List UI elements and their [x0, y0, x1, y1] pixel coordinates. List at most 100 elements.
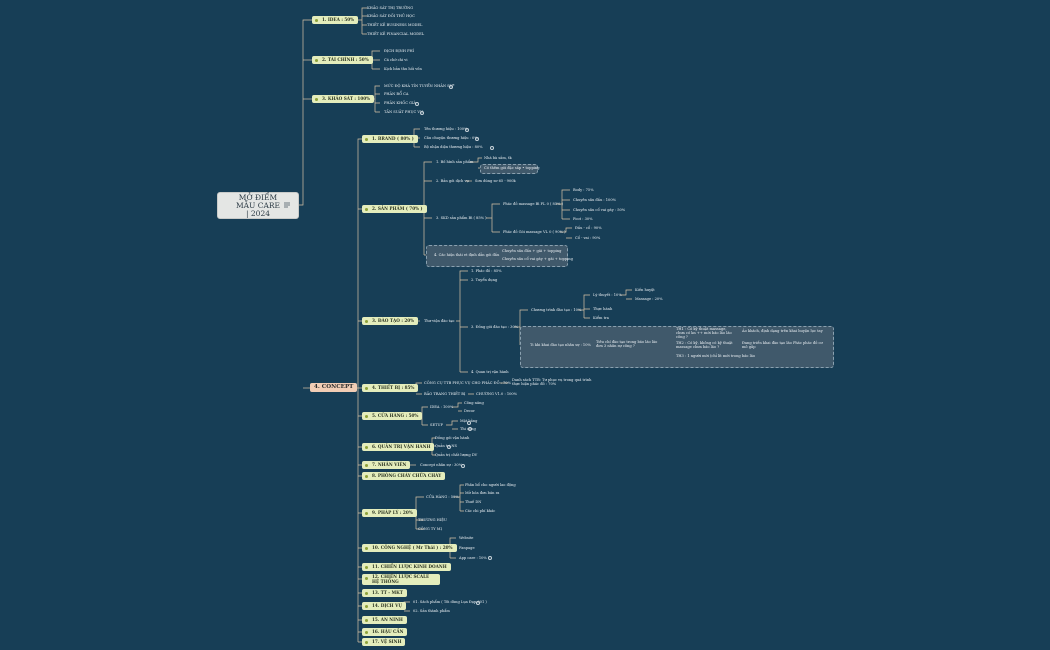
leaf[interactable]: Có thêm gói đặc sắp • topping: [484, 165, 540, 170]
leaf[interactable]: Tên thương hiệu : 100%: [424, 126, 468, 131]
leaf[interactable]: Bộ nhận diện thương hiệu : 80%: [424, 144, 483, 149]
leaf[interactable]: 2. Tuyển dụng: [471, 277, 498, 282]
leaf[interactable]: Kiến huyệt: [635, 287, 655, 292]
leaf[interactable]: Đầu - cổ : 90%: [575, 225, 602, 230]
node[interactable]: 4. Các hiện thái et định dẫn gói đầu: [434, 252, 500, 257]
leaf[interactable]: CÔNG TY MỊ: [418, 526, 442, 531]
leaf[interactable]: Câu chuyện thương hiệu : 0%: [424, 135, 478, 140]
branch-cua-hang[interactable]: 5. CỬA HÀNG : 50%: [362, 412, 423, 420]
info-icon: [476, 601, 480, 605]
leaf[interactable]: KHẢO SÁT ĐỐI THỦ HỌC: [367, 13, 415, 18]
leaf[interactable]: Cá chờ chi vi: [384, 57, 408, 62]
leaf[interactable]: Chuyên sâu cổ vai gáy : 50%: [573, 207, 626, 212]
leaf[interactable]: TH2 : Có kỹ, không có kỹ thuật massage c…: [676, 341, 733, 349]
node[interactable]: Tiêu chí đào tạo trong báo lão lão đơn 3…: [596, 340, 658, 348]
root-node[interactable]: MỞ ĐIỂM MẪU CARE | 2024: [217, 192, 299, 219]
node[interactable]: 3. Đồng gói đào tạo : 30%: [471, 324, 519, 329]
leaf[interactable]: Phân bổ cho người lao động: [465, 482, 516, 487]
leaf[interactable]: 1. Phác đồ : 85%: [471, 268, 502, 273]
leaf[interactable]: Danh sách TTB: Tư phục vụ trong quá trìn…: [512, 378, 592, 386]
node[interactable]: Chương trình đào tạo : 10%: [531, 307, 582, 312]
leaf[interactable]: TẦN SUẤT PHỤC VỤ: [384, 109, 424, 114]
leaf[interactable]: Đang triển khai đào tạo lão Phác phác đồ…: [742, 341, 823, 349]
leaf[interactable]: PHÂN BỔ CA: [384, 91, 409, 96]
leaf[interactable]: Thuế DN: [465, 499, 482, 504]
node[interactable]: CỬA HÀNG : 50%: [426, 494, 459, 499]
leaf[interactable]: 02. Sản thành phẩm: [413, 608, 450, 613]
node[interactable]: Ti khi khai đào tạo nhân sự : 10%: [530, 342, 591, 347]
concept-node[interactable]: 4. CONCEPT: [310, 383, 358, 392]
leaf[interactable]: App care : 10%: [459, 555, 487, 560]
leaf[interactable]: Các chi phí khác: [465, 508, 496, 513]
leaf[interactable]: Áo khách, định dạng trên khai huyện lục …: [742, 328, 823, 333]
branch-ve-sinh[interactable]: 17. VỆ SINH: [362, 638, 406, 646]
leaf[interactable]: Thực hành: [593, 306, 613, 311]
branch-chien-luoc-kd[interactable]: 11. CHIẾN LƯỢC KINH DOANH: [362, 563, 451, 571]
leaf[interactable]: THƯƠNG HIỆU: [418, 517, 447, 522]
branch-nhan-vien[interactable]: 7. NHÂN VIÊN: [362, 461, 411, 469]
leaf[interactable]: Mặt bằng: [460, 418, 478, 423]
leaf[interactable]: Concept nhân sự : 30%: [420, 462, 463, 467]
branch-cong-nghe[interactable]: 10. CÔNG NGHỆ ( Mr Thái ) : 20%: [362, 544, 457, 552]
leaf[interactable]: PHÂN KHỐC GIÁ: [384, 100, 416, 105]
leaf[interactable]: MỨC ĐỘ KHÁ TÍN TUYỂN NHÂN SỰ*: [384, 83, 455, 88]
bullet-icon: [315, 97, 318, 101]
leaf[interactable]: Công năng: [464, 400, 484, 405]
leaf[interactable]: ĐỊCH ĐỊNH PHÍ: [384, 48, 415, 53]
leaf[interactable]: Chuyên sâu cổ vai gáy + gãi + topping: [502, 256, 573, 261]
branch-tt-mkt[interactable]: 13. TT - MKT: [362, 589, 407, 597]
leaf[interactable]: 01. Sách phẩm ( Tôi dùng Lụa Đẹp 001 ): [413, 599, 487, 604]
leaf[interactable]: Quản trị NS: [435, 443, 457, 448]
leaf[interactable]: Đồng gói vận hành: [435, 435, 470, 440]
leaf[interactable]: 4. Quan trị vận hành: [471, 369, 509, 374]
leaf[interactable]: Nhà bà sắm, tk: [484, 155, 512, 160]
branch-phap-ly[interactable]: 9. PHÁP LÝ : 20%: [362, 509, 417, 517]
node[interactable]: 2. Bản gói dịch vụ: [436, 178, 469, 183]
node[interactable]: SETUP: [430, 422, 443, 427]
node[interactable]: Thư viện đào tạo: [424, 318, 455, 323]
branch-san-pham[interactable]: 2. SẢN PHẨM ( 70% ): [362, 205, 427, 213]
leaf[interactable]: Kiểm tra: [593, 315, 609, 320]
leaf[interactable]: Mở hóa đơn bán ra: [465, 490, 500, 495]
branch-khao-sat[interactable]: 3. KHẢO SÁT : 100%: [312, 95, 375, 103]
leaf[interactable]: Thi công: [460, 426, 476, 431]
leaf[interactable]: Fanpage: [459, 545, 475, 550]
branch-quan-tri[interactable]: 6. QUẢN TRỊ VẬN HÀNH: [362, 443, 435, 451]
leaf[interactable]: BẢO TRANG THIẾT BỊ: [424, 391, 466, 396]
leaf[interactable]: KHẢO SÁT THỊ TRƯỜNG: [367, 5, 414, 10]
node[interactable]: Phác đồ massage Bì FL 0 ( 85% ): [503, 201, 564, 206]
branch-an-ninh[interactable]: 15. AN NINH: [362, 616, 407, 624]
leaf[interactable]: Cổ - vai : 90%: [575, 235, 601, 240]
node[interactable]: 3. SKD sản phẩm Bì ( 85% ): [436, 215, 487, 220]
node[interactable]: Lý thuyết : 10%: [593, 292, 622, 297]
leaf[interactable]: Body : 75%: [573, 187, 594, 192]
bullet-icon: [365, 386, 368, 390]
leaf[interactable]: Decor: [464, 408, 475, 413]
node[interactable]: Phác đồ Gói massage VL 0 ( 90% ): [503, 229, 566, 234]
branch-dao-tao[interactable]: 3. ĐÀO TẠO : 20%: [362, 317, 419, 325]
leaf[interactable]: THIẾT KẾ FINANCIAL MODEL: [367, 31, 425, 36]
leaf[interactable]: THIẾT KẾ BUSINESS MODEL: [367, 22, 423, 27]
branch-thiet-bi[interactable]: 4. THIẾT BỊ : 85%: [362, 384, 419, 392]
node[interactable]: 1. Bố hình sản phẩm: [436, 159, 474, 164]
leaf[interactable]: Quản trị chất lượng DV: [435, 452, 478, 457]
leaf[interactable]: Kịch bản thu hồi vốn: [384, 66, 422, 71]
branch-pccc[interactable]: 8. PHÒNG CHÁY CHỮA CHÁY: [362, 472, 446, 480]
branch-idea[interactable]: 1. IDEA : 50%: [312, 16, 359, 24]
branch-brand[interactable]: 1. BRAND ( 80% ): [362, 135, 418, 143]
leaf[interactable]: Massage : 20%: [635, 296, 663, 301]
branch-hau-can[interactable]: 16. HẬU CẦN: [362, 628, 408, 636]
node[interactable]: IDEA : 100%: [430, 404, 454, 409]
leaf[interactable]: TH3 : 1 người mới (chỉ lít mới trong báo…: [676, 353, 756, 358]
leaf[interactable]: Foot : 30%: [573, 216, 593, 221]
branch-scale[interactable]: 12. CHIẾN LƯỢC SCALE HỆ THỐNG: [362, 574, 440, 585]
leaf[interactable]: Chuyên sâu đầu + gãi + topping: [502, 248, 562, 253]
leaf[interactable]: Sơn dùng sơ 65 - 900k: [475, 178, 516, 183]
leaf[interactable]: CHƯƠNG V1.0 : 100%: [476, 391, 518, 396]
leaf[interactable]: TH1 : Có kỹ thuật massage, chưa có kn ++…: [676, 327, 732, 339]
leaf[interactable]: Chuyên sâu đầu : 100%: [573, 197, 617, 202]
branch-tai-chinh[interactable]: 2. TÀI CHÍNH : 50%: [312, 56, 373, 64]
branch-dich-vu[interactable]: 14. DỊCH VỤ: [362, 602, 406, 610]
leaf[interactable]: CÔNG CỤ TTB PHỤC VỤ CHO PHÁC ĐỒ : 70%: [424, 380, 511, 385]
leaf[interactable]: Website: [459, 535, 474, 540]
